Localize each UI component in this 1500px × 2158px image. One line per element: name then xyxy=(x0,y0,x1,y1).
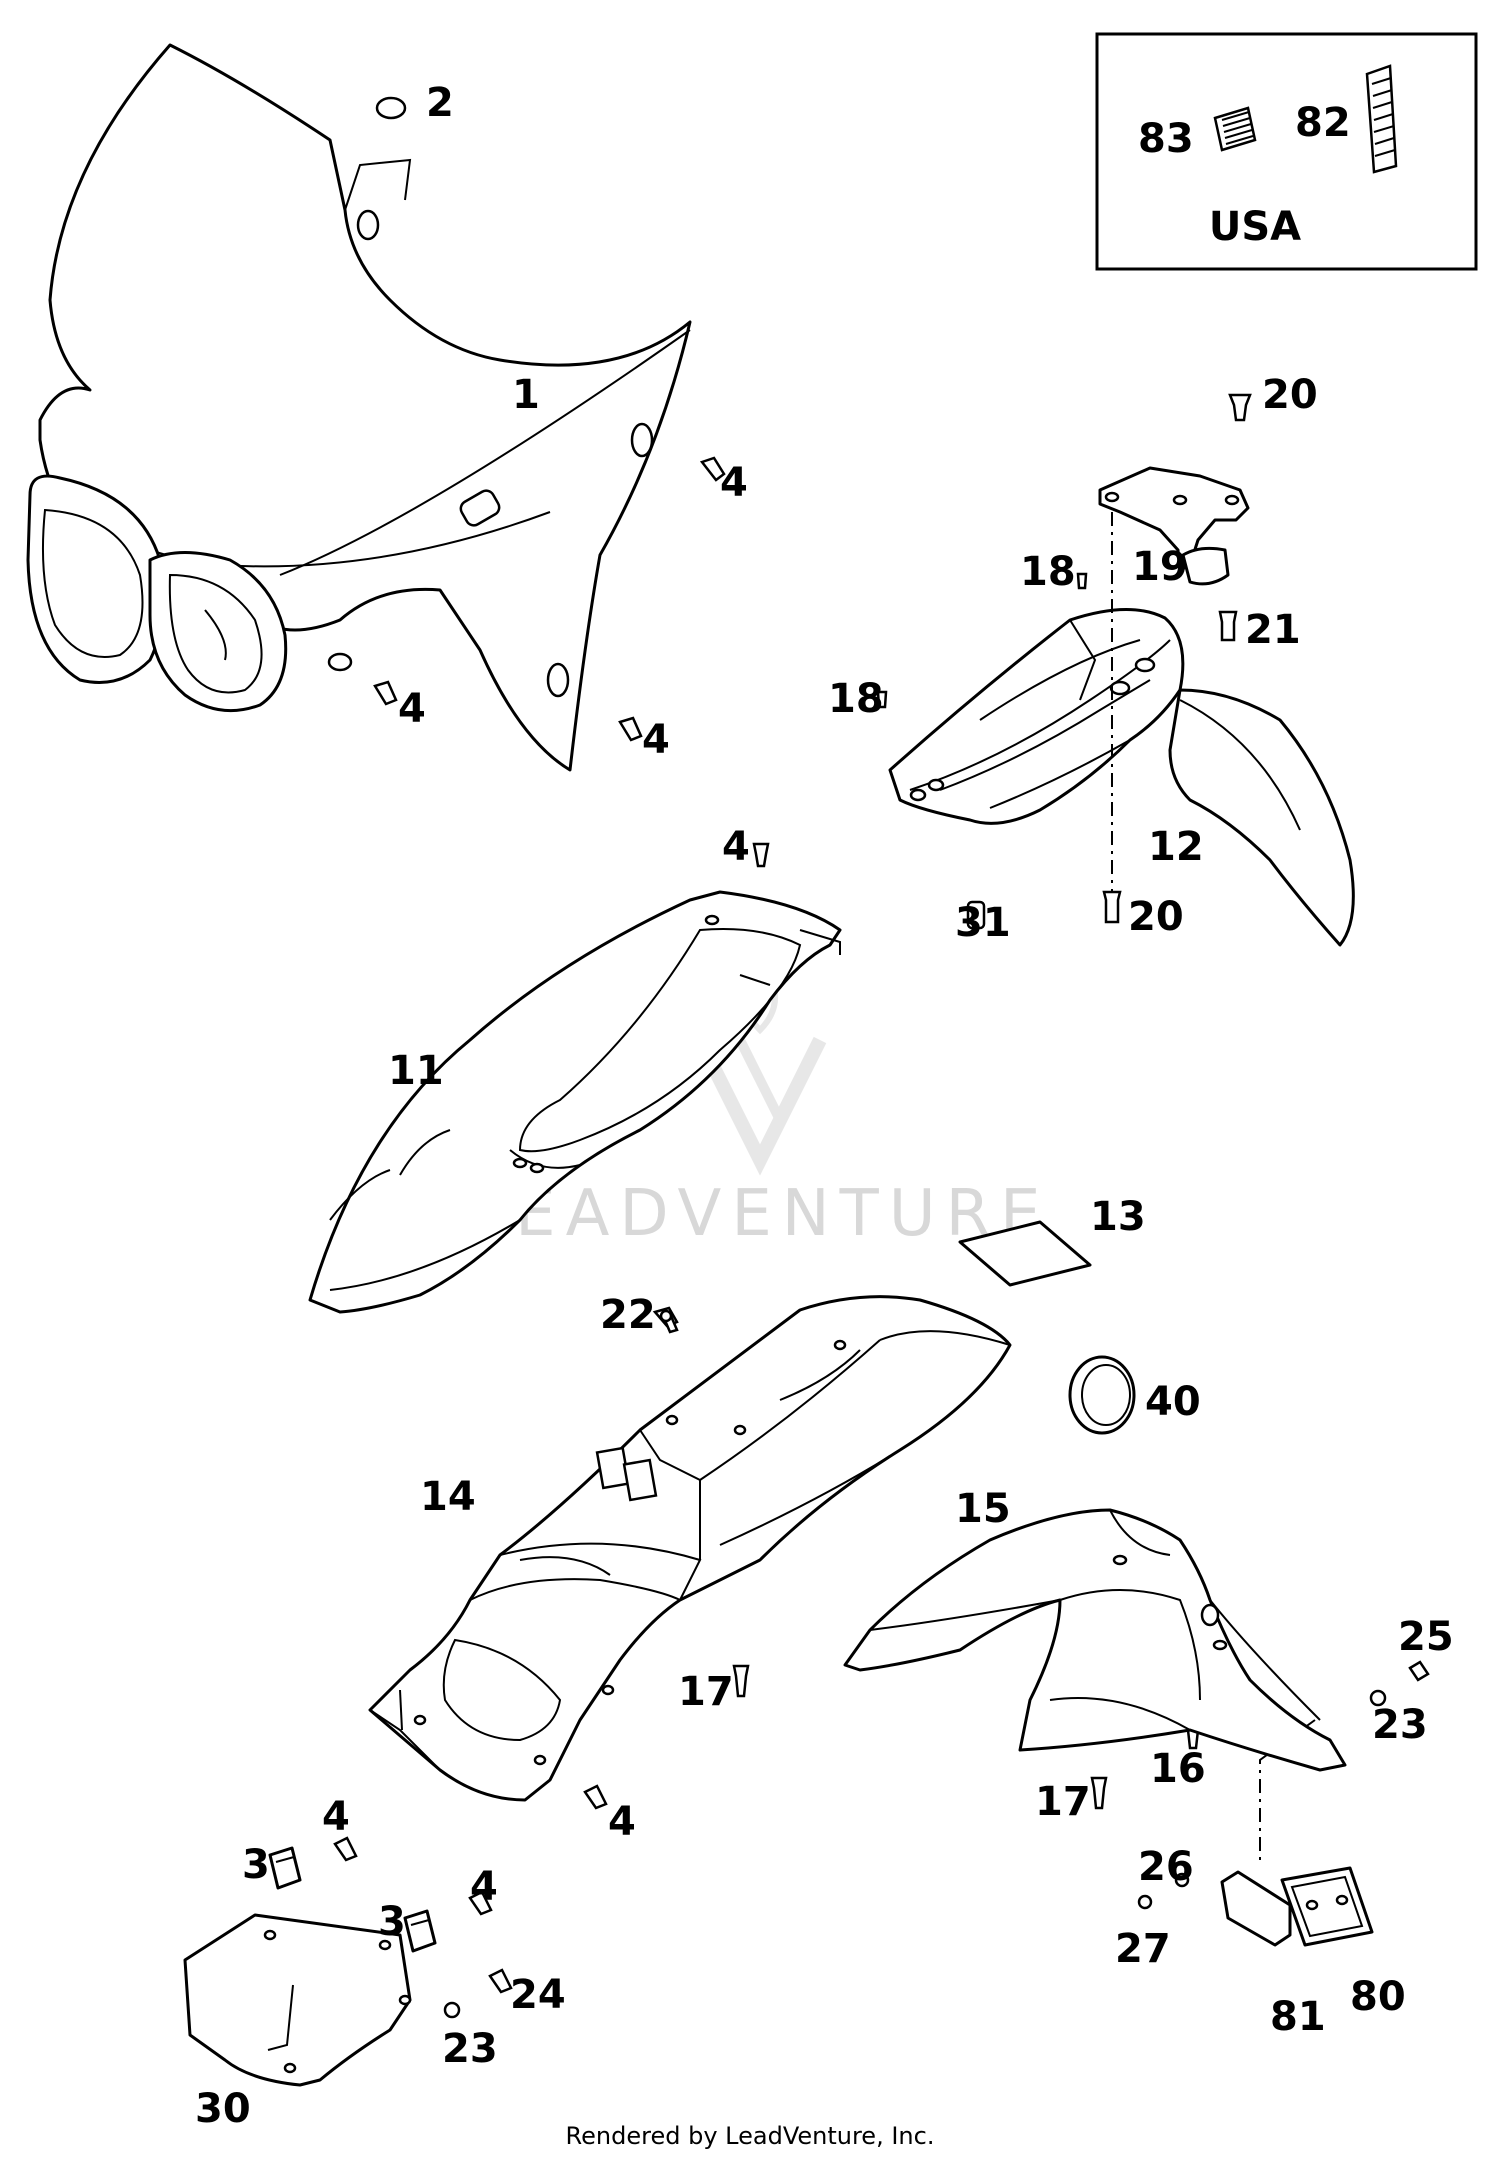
callout-23b: 23 xyxy=(442,2026,498,2072)
part-15-rear-mudguard xyxy=(843,1508,1347,1772)
part-14-rear-fender xyxy=(368,1295,1012,1802)
callout-20b: 20 xyxy=(1128,894,1184,940)
part-19-bracket xyxy=(1098,466,1250,586)
callout-27: 27 xyxy=(1115,1926,1171,1972)
callout-26: 26 xyxy=(1138,1844,1194,1890)
callout-81: 81 xyxy=(1270,1994,1326,2040)
part-11-side-cover xyxy=(308,890,842,1314)
callout-11: 11 xyxy=(388,1048,444,1094)
part-1-headlight-mask xyxy=(26,43,692,772)
callout-18b: 18 xyxy=(828,676,884,722)
callout-4c: 4 xyxy=(642,717,670,763)
callout-3b: 3 xyxy=(378,1899,406,1945)
part-81-bracket xyxy=(1220,1870,1292,1947)
callout-3a: 3 xyxy=(242,1842,270,1888)
callout-31: 31 xyxy=(955,900,1011,946)
callout-4a: 4 xyxy=(720,460,748,506)
part-80-reflector xyxy=(1280,1866,1374,1947)
watermark-text: LEADVENTURE xyxy=(470,1177,1051,1251)
callout-4d: 4 xyxy=(722,824,750,870)
part-3-clip-a xyxy=(268,1846,302,1890)
callout-16: 16 xyxy=(1150,1746,1206,1792)
part-13-strip xyxy=(958,1220,1092,1287)
callout-80: 80 xyxy=(1350,1974,1406,2020)
callout-4e: 4 xyxy=(608,1799,636,1845)
usa-label: USA xyxy=(1209,204,1301,250)
callout-22: 22 xyxy=(600,1292,656,1338)
callout-20a: 20 xyxy=(1262,372,1318,418)
callout-82: 82 xyxy=(1295,100,1351,146)
callout-17a: 17 xyxy=(678,1669,734,1715)
callout-83: 83 xyxy=(1138,116,1194,162)
part-83-grille xyxy=(1213,106,1257,152)
part-2-grommet xyxy=(375,96,407,120)
callout-30: 30 xyxy=(195,2086,251,2132)
part-12-front-fender xyxy=(888,607,1355,947)
callout-15: 15 xyxy=(955,1486,1011,1532)
footer-credit: Rendered by LeadVenture, Inc. xyxy=(565,2122,935,2150)
callout-4g: 4 xyxy=(470,1864,498,1910)
callout-4b: 4 xyxy=(398,686,426,732)
callout-13: 13 xyxy=(1090,1194,1146,1240)
callout-21: 21 xyxy=(1245,607,1301,653)
part-82-filter xyxy=(1365,64,1398,174)
callout-4f: 4 xyxy=(322,1794,350,1840)
callout-23a: 23 xyxy=(1372,1702,1428,1748)
callout-25: 25 xyxy=(1398,1614,1454,1660)
part-3-clip-b xyxy=(403,1909,437,1953)
callout-17b: 17 xyxy=(1035,1779,1091,1825)
part-30-plate xyxy=(183,1913,412,2087)
usa-inset: 83 82 USA xyxy=(1095,32,1478,271)
callout-2: 2 xyxy=(426,80,454,126)
callout-14: 14 xyxy=(420,1474,476,1520)
callout-12: 12 xyxy=(1148,824,1204,870)
callout-19: 19 xyxy=(1132,544,1188,590)
part-40-cap xyxy=(1068,1355,1136,1435)
callout-1: 1 xyxy=(512,372,540,418)
callout-24: 24 xyxy=(510,1972,566,2018)
callout-18a: 18 xyxy=(1020,549,1076,595)
callout-40: 40 xyxy=(1145,1379,1201,1425)
